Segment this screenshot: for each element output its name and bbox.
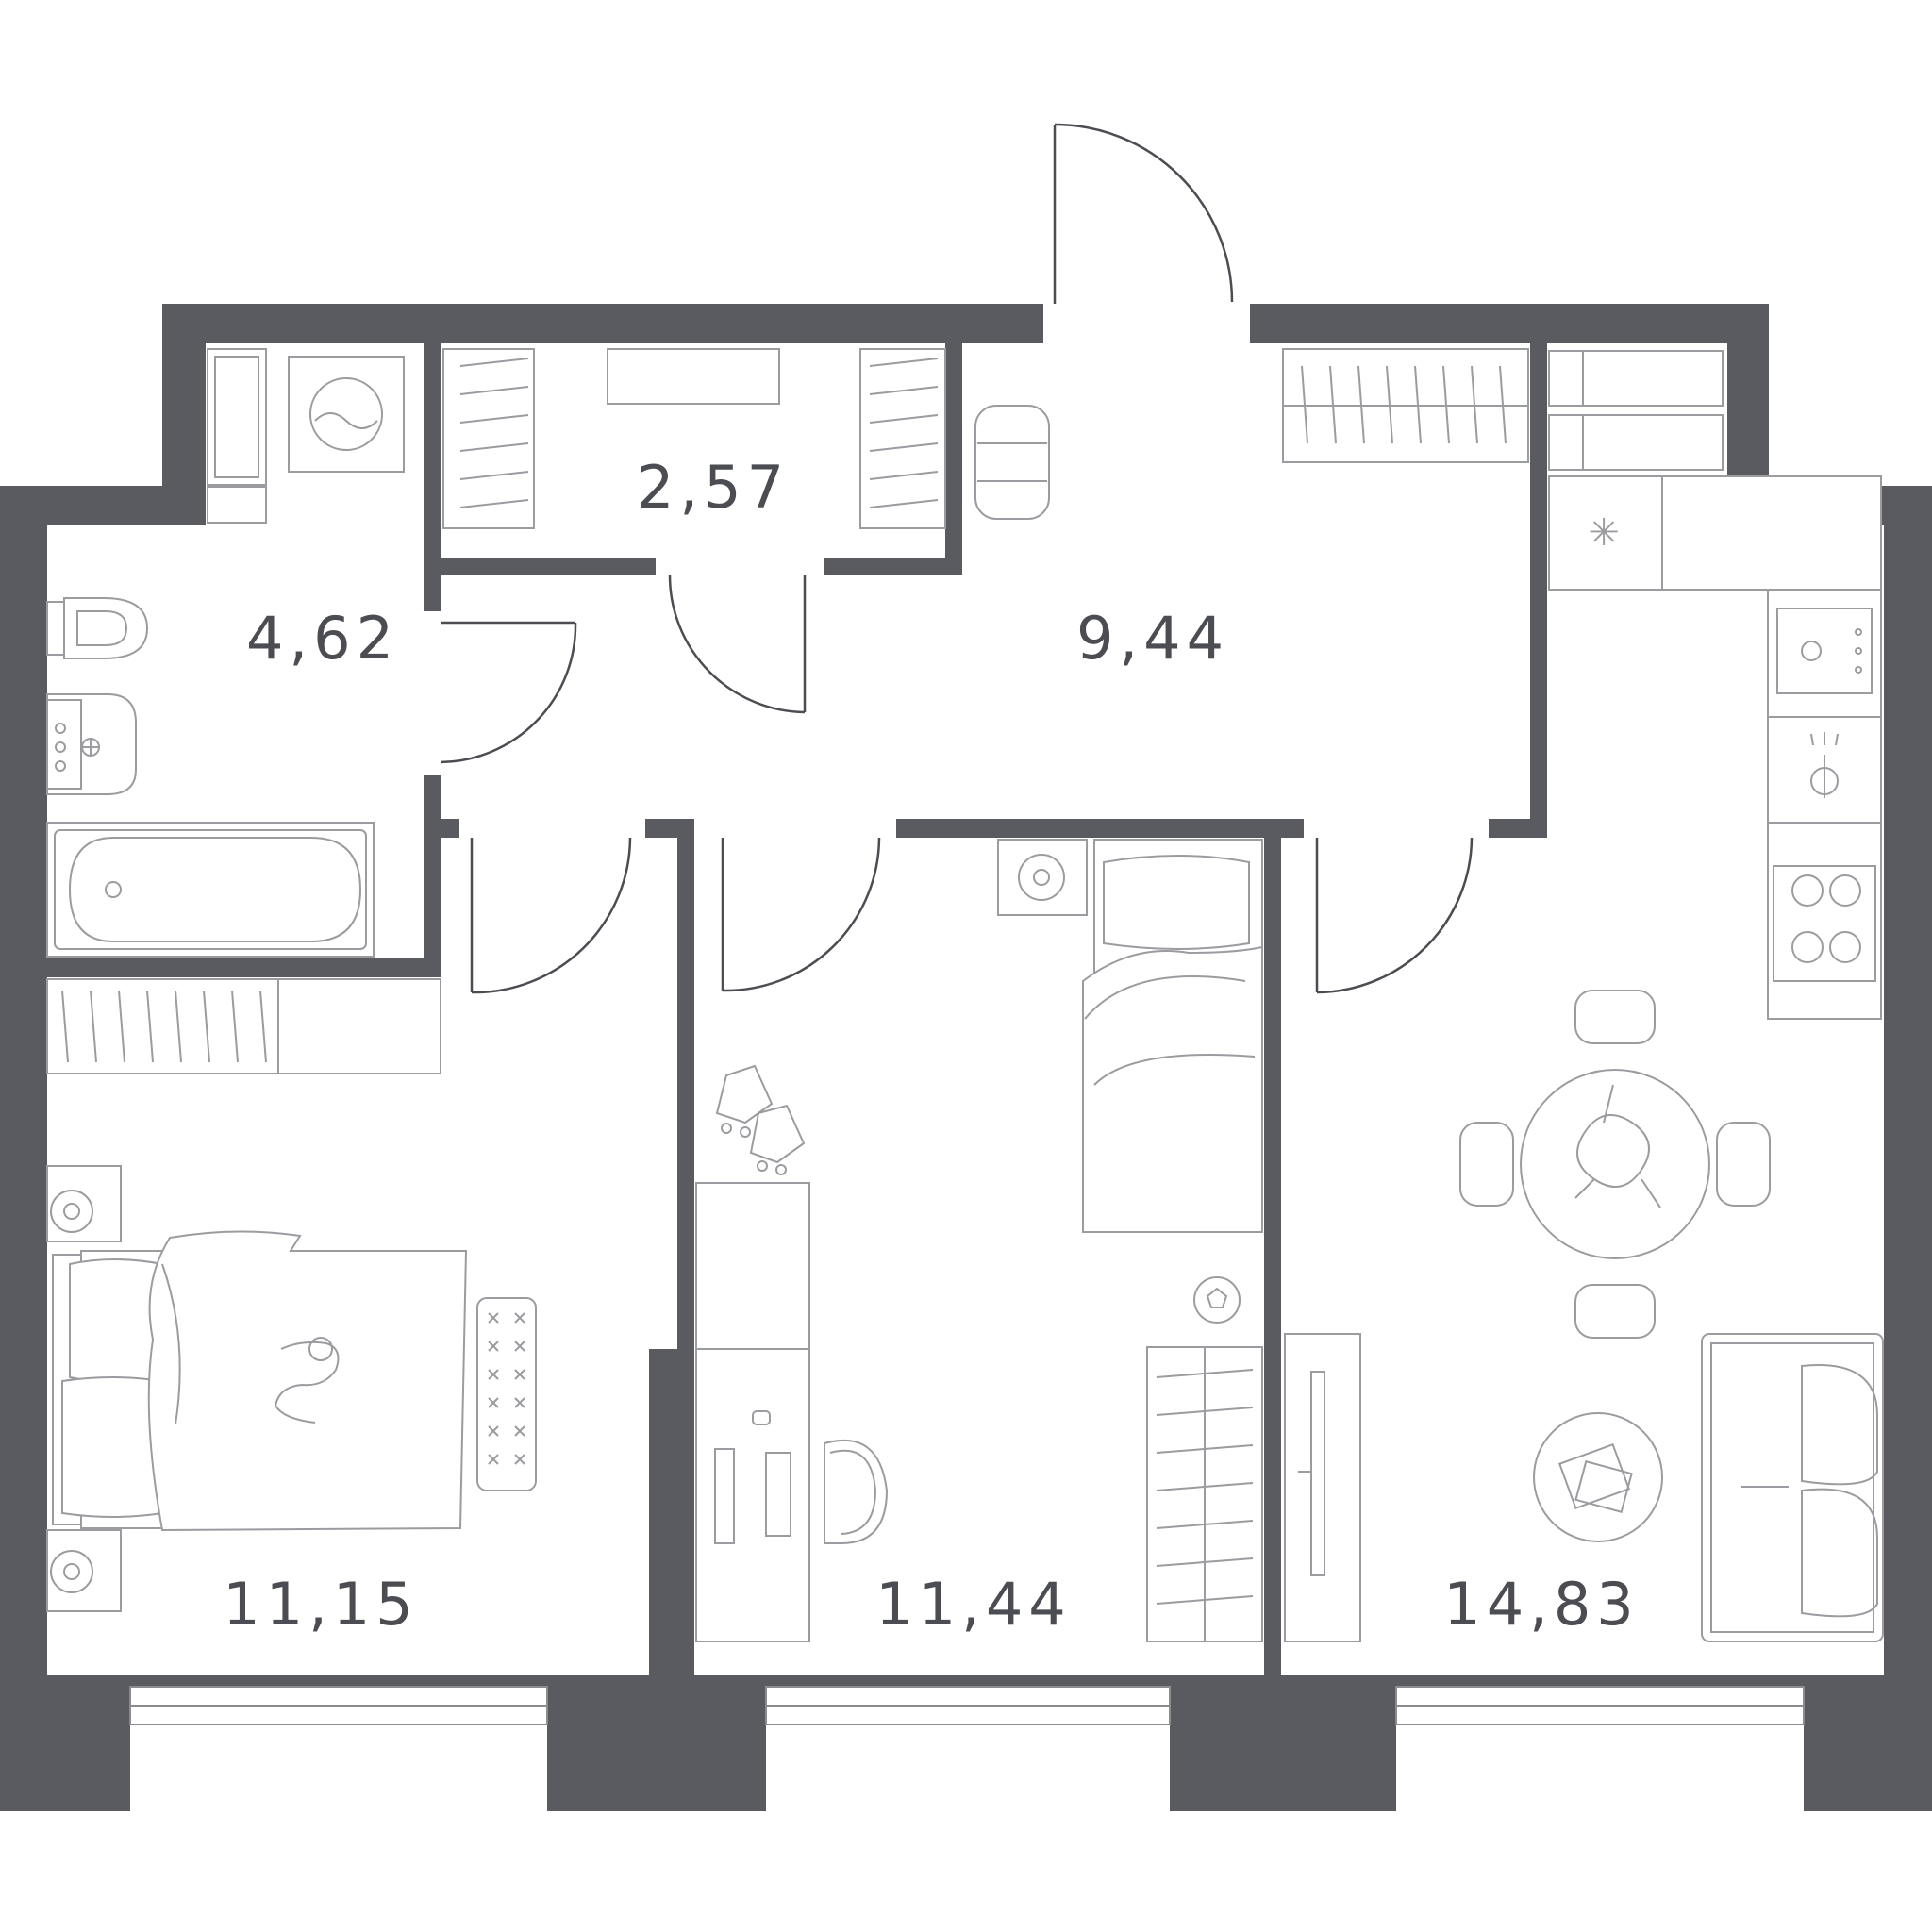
double-bed-icon	[52, 1230, 468, 1532]
bathroom-cabinet	[207, 348, 267, 524]
hallway-wardrobe	[1282, 348, 1529, 463]
nightstand-icon	[997, 839, 1088, 916]
room-area-kitchen-living: 14,83	[1443, 1570, 1640, 1639]
kitchen-furniture: ✳	[1548, 350, 1882, 1020]
desk-icon	[695, 1182, 810, 1642]
dining-table-icon	[1459, 990, 1771, 1339]
oven-icon	[1776, 608, 1873, 694]
bedroom-1-furniture	[46, 978, 537, 1612]
bathtub-icon	[46, 822, 375, 958]
bedroom-2-door[interactable]	[721, 837, 881, 992]
hallway-furniture	[974, 348, 1529, 520]
coffee-table-icon	[1533, 1412, 1663, 1542]
area-labels: 2,57 4,62 9,44 11,15 11,44 14,83	[223, 453, 1640, 1639]
sink-icon	[46, 693, 137, 795]
room-area-bedroom-1: 11,15	[223, 1570, 419, 1639]
bedroom-1-door[interactable]	[470, 837, 632, 994]
tv-icon	[1284, 1333, 1361, 1642]
office-chair-icon	[824, 1439, 889, 1544]
room-area-wardrobe: 2,57	[637, 453, 790, 522]
soccer-ball-icon	[1193, 1276, 1241, 1324]
wardrobe-furniture	[442, 348, 946, 529]
nightstand-icon	[46, 1529, 122, 1612]
windows	[129, 1686, 1805, 1725]
sofa-icon	[1701, 1333, 1884, 1642]
bedroom-2-furniture	[695, 839, 1263, 1642]
room-area-bathroom: 4,62	[246, 604, 399, 673]
kitchen-sink-icon	[1768, 716, 1881, 824]
entrance-door[interactable]	[1053, 123, 1234, 304]
bedroom-2-wardrobe	[1146, 1346, 1263, 1642]
stove-icon	[1773, 865, 1876, 982]
wardrobe-door[interactable]	[668, 575, 807, 714]
dog-icon	[274, 1337, 340, 1424]
single-bed-icon	[1082, 839, 1263, 1233]
toilet-icon	[46, 597, 149, 659]
living-room-door[interactable]	[1315, 837, 1474, 994]
svg-text:✳: ✳	[1588, 511, 1620, 555]
walls	[0, 304, 1932, 1811]
bathroom-door[interactable]	[440, 621, 577, 764]
room-area-bedroom-2: 11,44	[875, 1570, 1072, 1639]
bathroom-furniture	[46, 348, 405, 958]
washing-machine-icon	[288, 356, 405, 473]
pouf-icon	[974, 405, 1050, 520]
room-area-hallway: 9,44	[1076, 604, 1229, 673]
nightstand-icon	[46, 1165, 122, 1242]
roller-skates-icon	[715, 1064, 806, 1175]
doors	[440, 123, 1474, 994]
bedroom-1-wardrobe	[46, 978, 441, 1074]
bench	[476, 1297, 537, 1491]
